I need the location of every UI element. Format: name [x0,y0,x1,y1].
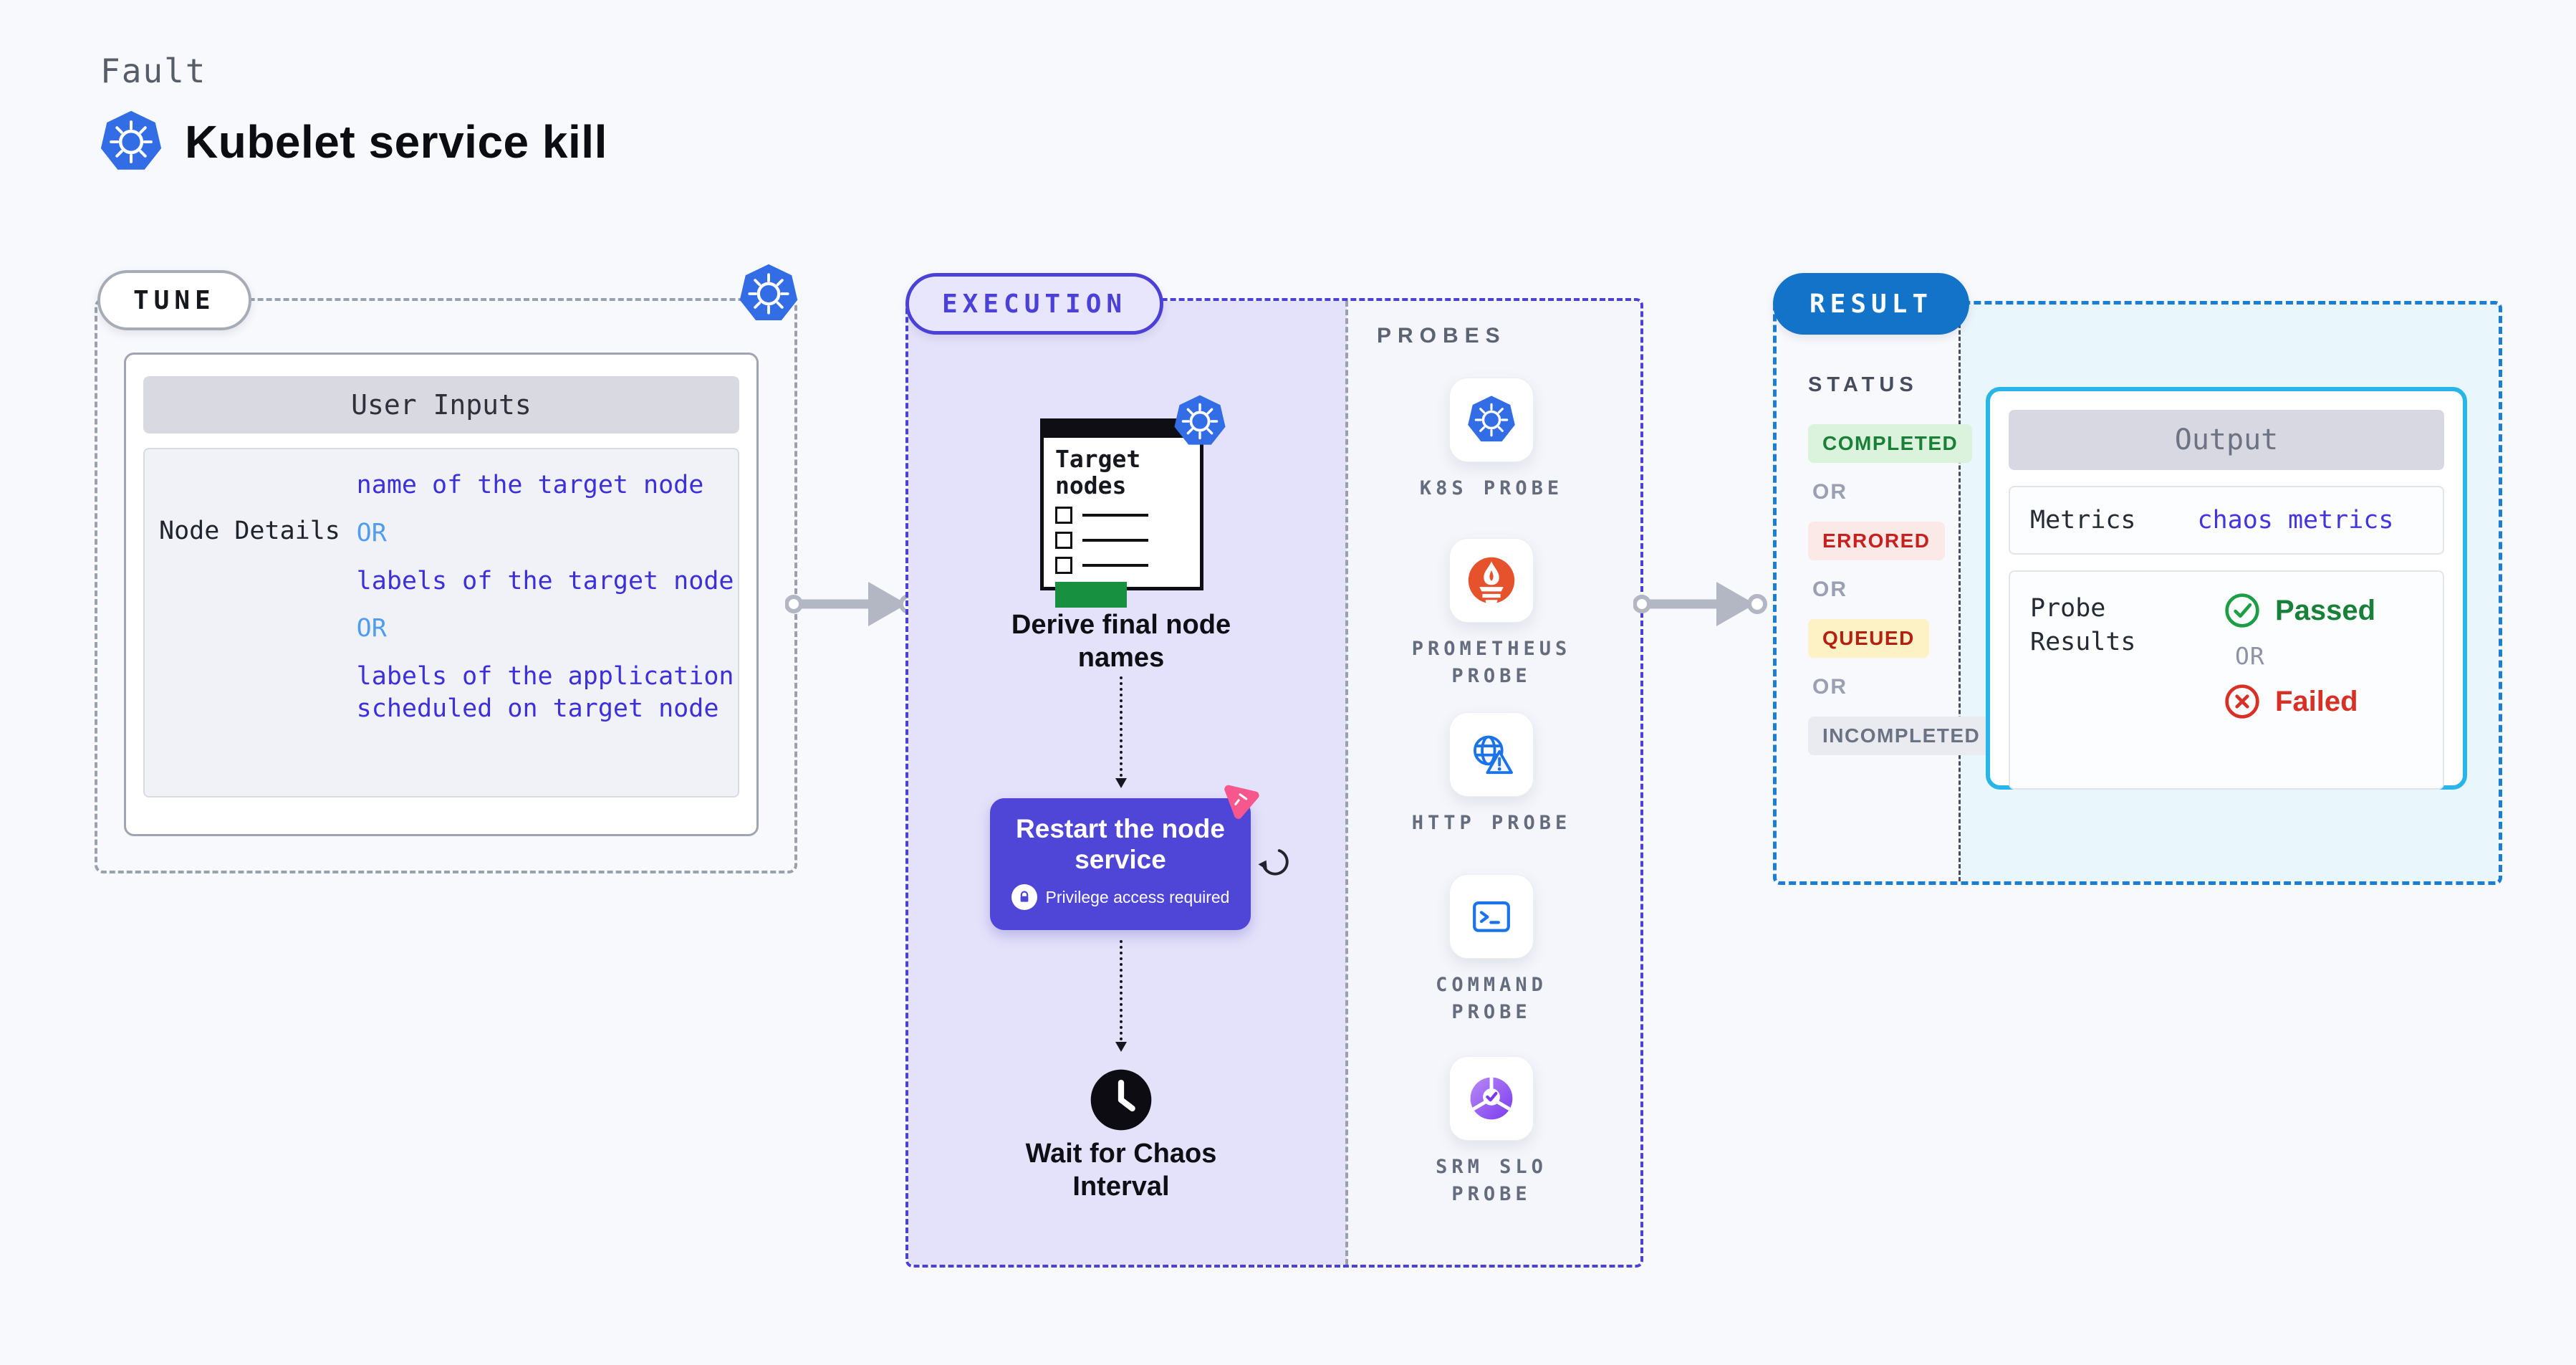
probes-heading: PROBES [1377,324,1506,348]
flow-connector-down [1115,676,1127,788]
probe-item-prometheus: PROMETHEUS PROBE [1391,538,1592,690]
status-badge-queued: QUEUED [1808,619,1929,658]
metrics-row: Metrics chaos metrics [2009,486,2444,555]
kubernetes-icon [1466,395,1517,445]
output-title: Output [2009,410,2444,470]
probe-results-row: Probe Results Passed OR Failed [2009,570,2444,790]
or-label: OR [2235,642,2265,670]
privilege-note-text: Privilege access required [1045,887,1230,906]
target-nodes-title: Target nodes [1055,445,1141,499]
flow-connector-down [1115,940,1127,1052]
probe-card [1449,712,1534,797]
probe-item-srm-slo: SRM SLO PROBE [1391,1056,1592,1208]
status-badge-errored: ERRORED [1808,522,1945,560]
clock-icon [1090,1069,1152,1131]
node-details-label: Node Details [159,517,340,545]
output-card: Output Metrics chaos metrics Probe Resul… [1986,387,2467,790]
probe-item-k8s: K8S PROBE [1391,378,1592,502]
restart-node-service-step: Restart the node service Privilege acces… [990,798,1251,930]
restart-step-title: Restart the node service [1016,814,1225,874]
target-nodes-titlebar [1044,422,1200,438]
kubernetes-icon [738,262,799,325]
tune-pill: TUNE [97,270,251,330]
status-heading: STATUS [1808,373,1918,396]
status-badge-completed: COMPLETED [1808,424,1973,463]
node-details-values: name of the target node OR labels of the… [357,469,738,796]
slo-pie-check-icon [1466,1073,1517,1124]
probe-results-label: Probe Results [2030,594,2136,657]
checkbox-icon [1055,556,1072,574]
metrics-value: chaos metrics [2197,506,2394,535]
probe-label: SRM SLO PROBE [1436,1156,1547,1205]
fault-kicker: Fault [100,52,207,90]
probe-card [1449,378,1534,462]
page-title: Kubelet service kill [185,116,607,168]
or-label: OR [356,614,387,643]
user-inputs-body: Node Details name of the target node OR … [143,448,739,798]
checkbox-icon [1055,506,1072,524]
execution-pill: EXECUTION [905,273,1164,335]
probe-item-command: COMMAND PROBE [1391,874,1592,1026]
status-badge-incompleted: INCOMPLETED [1808,717,1995,755]
kubernetes-icon [1173,393,1227,449]
probe-card [1449,1056,1534,1141]
metrics-label: Metrics [2030,506,2136,535]
probe-label: PROMETHEUS PROBE [1411,638,1572,687]
x-circle-icon [2225,684,2259,719]
probe-label: HTTP PROBE [1411,812,1572,834]
or-label: OR [356,518,387,547]
failed-item: Failed [2224,683,2375,720]
target-nodes-list [1044,506,1200,574]
status-column: STATUS COMPLETED OR ERRORED OR QUEUED OR… [1808,373,1995,755]
or-label: OR [1812,480,1847,504]
probe-label: K8S PROBE [1419,477,1564,499]
privilege-note: Privilege access required [990,884,1251,911]
retry-icon [1258,849,1289,876]
http-globe-warning-icon [1466,729,1517,780]
passed-label: Passed [2275,594,2376,626]
derive-node-names-step: Derive final node names [1011,610,1231,673]
page-header: Kubelet service kill [99,109,607,175]
wait-chaos-interval-step: Wait for Chaos Interval [1025,1139,1217,1202]
value-node-name: name of the target node [356,471,704,499]
checkbox-icon [1055,531,1072,549]
kubernetes-icon [99,109,163,175]
probe-results-values: Passed OR Failed [2224,592,2375,768]
target-nodes-card: Target nodes [1040,418,1203,608]
result-pill: RESULT [1773,273,1970,335]
terminal-icon [1466,891,1517,942]
execution-to-result-arrow [1633,573,1769,635]
probe-label: COMMAND PROBE [1436,974,1547,1023]
tune-to-execution-arrow [785,573,921,635]
or-label: OR [1812,675,1847,699]
user-inputs-title: User Inputs [143,376,739,434]
probe-card [1449,874,1534,959]
check-circle-icon [2225,593,2259,628]
probe-item-http: HTTP PROBE [1391,712,1592,837]
tune-section [95,298,797,873]
or-label: OR [1812,578,1847,601]
passed-item: Passed [2224,592,2375,629]
user-inputs-card: User Inputs Node Details name of the tar… [124,353,759,836]
probes-divider [1345,301,1348,1265]
lock-icon [1011,884,1037,911]
probe-card [1449,538,1534,623]
chaos-fault-icon [1224,785,1259,819]
value-app-labels: labels of the application scheduled on t… [356,662,734,723]
failed-label: Failed [2275,685,2358,717]
green-bar [1055,581,1127,608]
status-output-divider [1959,305,1961,881]
prometheus-icon [1466,555,1517,605]
value-node-labels: labels of the target node [356,566,734,595]
